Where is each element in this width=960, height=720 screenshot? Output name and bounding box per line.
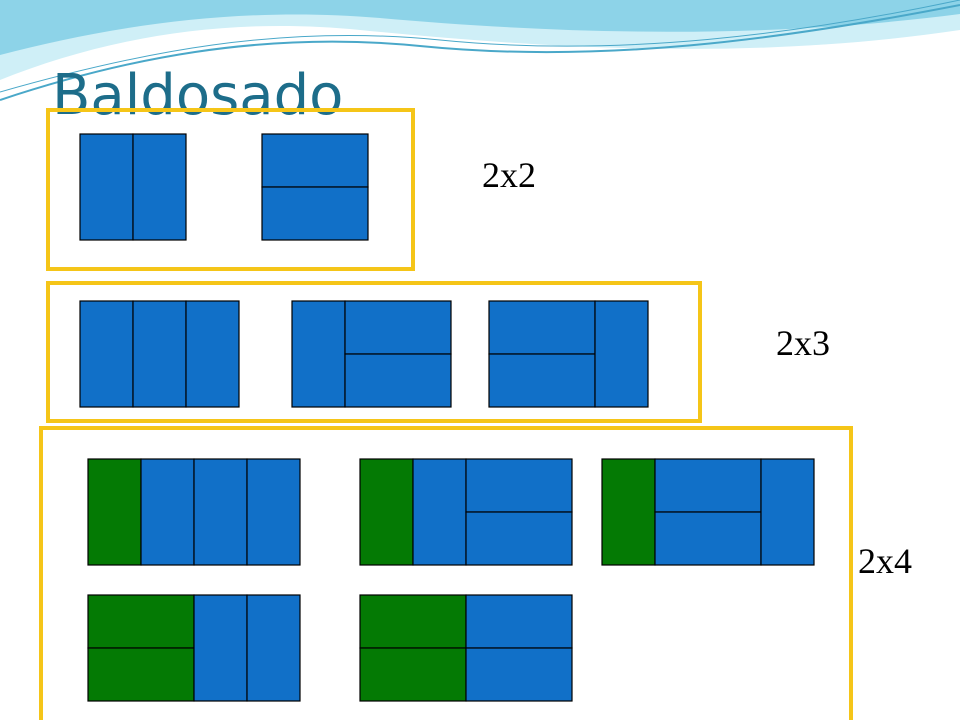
domino-tile-green <box>359 594 467 649</box>
tiling <box>79 133 187 241</box>
tiling <box>79 300 240 408</box>
domino-tile-blue <box>594 300 649 408</box>
domino-tile-green <box>87 647 195 702</box>
domino-tile-green <box>601 458 656 566</box>
header-wave-decoration <box>0 0 960 101</box>
group-frame <box>39 426 853 720</box>
tiling <box>291 300 452 408</box>
tiling <box>488 300 649 408</box>
tiling <box>87 594 301 702</box>
tiling <box>601 458 815 566</box>
domino-tile-blue <box>488 300 596 355</box>
domino-tile-blue <box>140 458 195 566</box>
domino-tile-blue <box>132 300 187 408</box>
domino-tile-blue <box>412 458 467 566</box>
domino-tile-blue <box>261 133 369 188</box>
domino-tile-blue <box>465 594 573 649</box>
group-frame <box>46 281 702 423</box>
domino-tile-green <box>87 594 195 649</box>
tiling-group-2x4: 2x4 <box>39 426 912 720</box>
domino-tile-blue <box>654 458 762 513</box>
domino-tile-blue <box>261 186 369 241</box>
tiling <box>87 458 301 566</box>
group-frame <box>46 108 415 271</box>
group-label: 2x2 <box>482 155 536 195</box>
domino-tile-blue <box>79 133 134 241</box>
tiling <box>359 458 573 566</box>
domino-tile-blue <box>465 647 573 702</box>
domino-tile-blue <box>465 458 573 513</box>
domino-tile-green <box>359 647 467 702</box>
domino-tile-blue <box>291 300 346 408</box>
domino-tile-green <box>359 458 414 566</box>
wave-mid <box>0 0 960 55</box>
wave-dark-line <box>0 4 960 101</box>
domino-tile-blue <box>132 133 187 241</box>
domino-tile-blue <box>246 458 301 566</box>
domino-tile-blue <box>465 511 573 566</box>
group-label: 2x4 <box>858 541 912 581</box>
tiling <box>359 594 573 702</box>
domino-tile-blue <box>654 511 762 566</box>
tiling-group-2x3: 2x3 <box>46 281 830 423</box>
domino-tile-blue <box>193 458 248 566</box>
slide-title: Baldosado <box>52 63 344 128</box>
domino-tile-blue <box>760 458 815 566</box>
domino-tile-blue <box>344 353 452 408</box>
domino-tile-blue <box>488 353 596 408</box>
wave-thin-line <box>0 0 960 93</box>
group-label: 2x3 <box>776 323 830 363</box>
tiling-group-2x2: 2x2 <box>46 108 536 271</box>
domino-tile-green <box>87 458 142 566</box>
domino-tile-blue <box>185 300 240 408</box>
domino-tile-blue <box>193 594 248 702</box>
domino-tile-blue <box>344 300 452 355</box>
domino-tile-blue <box>79 300 134 408</box>
tiling <box>261 133 369 241</box>
domino-tile-blue <box>246 594 301 702</box>
